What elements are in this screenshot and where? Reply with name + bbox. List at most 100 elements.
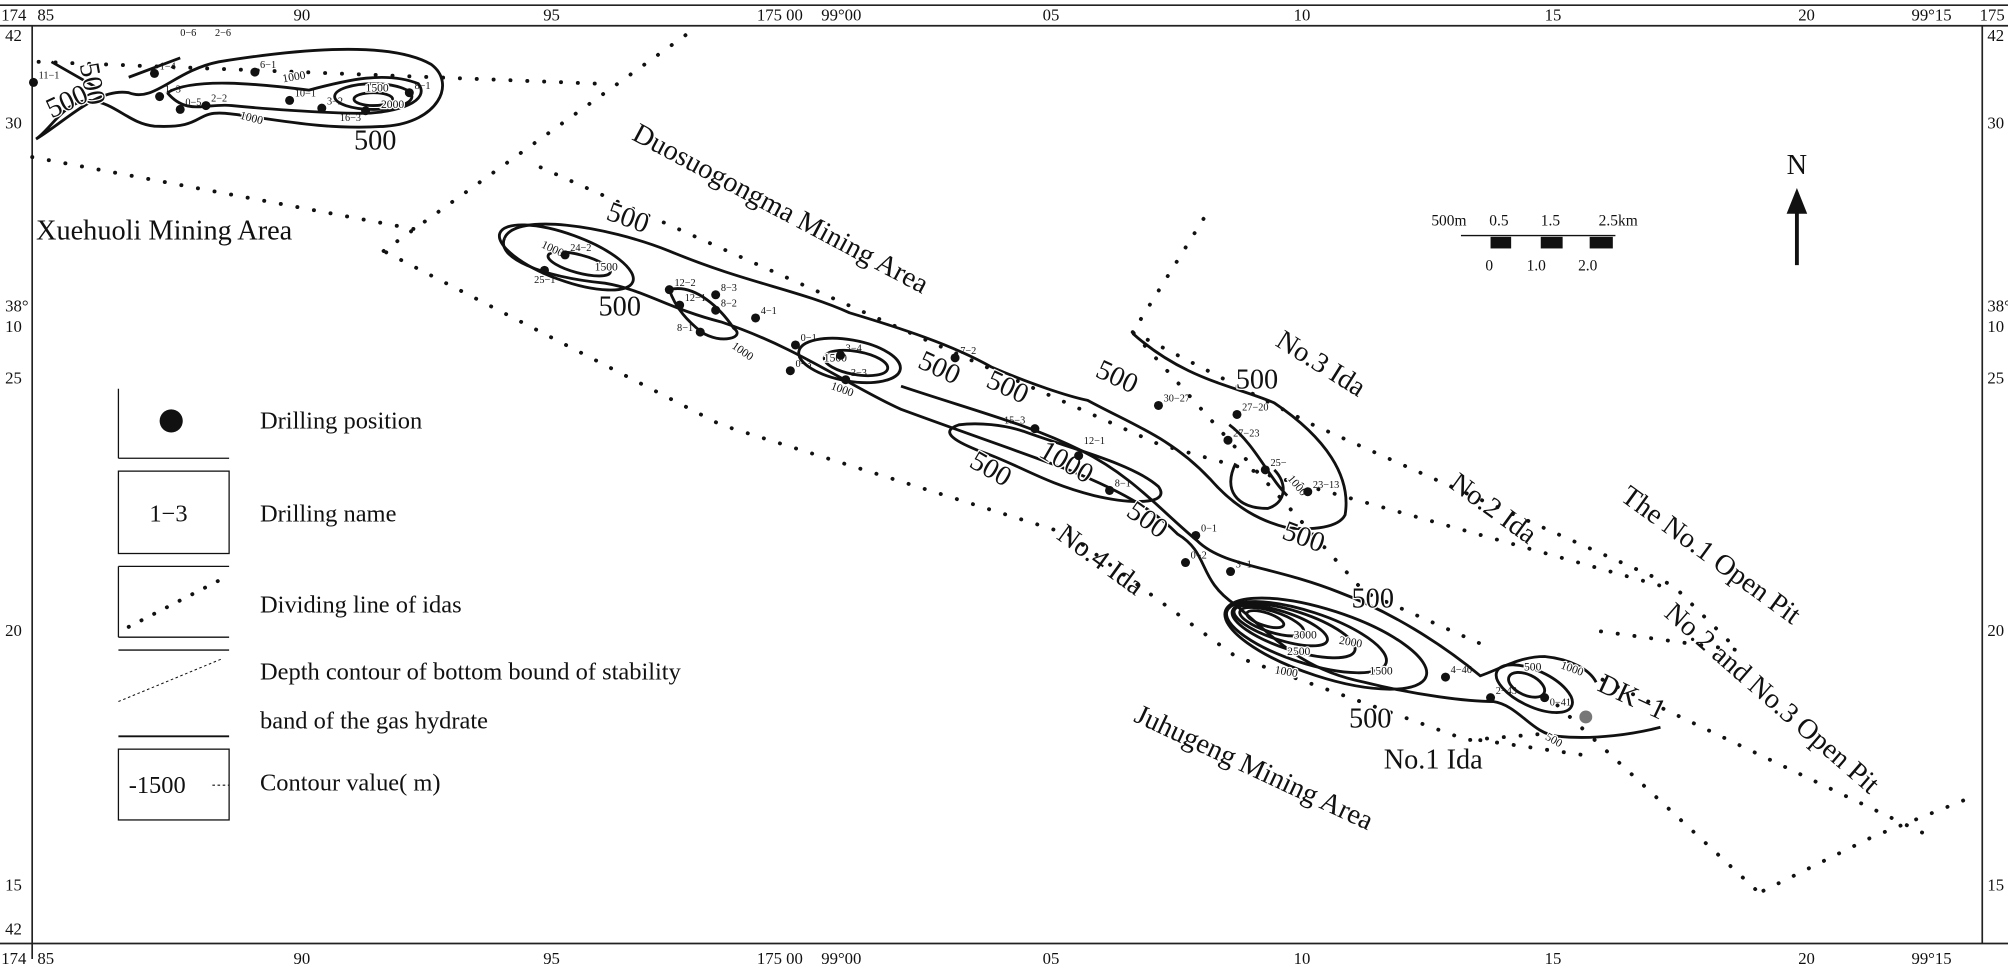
drilling-name: 6−1 [260, 60, 276, 71]
drilling-name: 0−5 [185, 98, 201, 109]
drilling-dot [1223, 435, 1233, 445]
top-axis-tick: 174 [1, 6, 27, 25]
top-axis-tick: 15 [1545, 6, 1562, 25]
left-axis-tick: 20 [5, 621, 22, 640]
top-axis-tick: 175 00 [757, 6, 803, 25]
drilling-dot [1180, 558, 1190, 568]
drilling-name: 12−2 [674, 278, 695, 289]
top-axis-tick: 99°00 [821, 6, 861, 25]
left-axis-tick: 30 [5, 114, 22, 133]
drilling-dot [539, 265, 549, 275]
drilling-dot [155, 92, 165, 102]
drilling-dot [1440, 672, 1451, 682]
left-axis-tick: 10 [5, 317, 22, 336]
drilling-dot [317, 103, 327, 113]
legend-depth-contour: Depth contour of bottom bound of stabili… [118, 649, 682, 738]
drilling-dot [1540, 693, 1550, 703]
drilling-name: 0−6 [180, 28, 196, 39]
arrow-up-icon [1786, 187, 1808, 214]
top-axis-tick: 10 [1294, 6, 1311, 25]
contour-label: 2000 [381, 98, 404, 111]
bottom-axis-tick: 10 [1294, 949, 1311, 968]
right-axis-tick: 10 [1987, 317, 2004, 336]
scale-bar: 500m 0.5 1.5 2.5km 0 1.0 2.0 [1431, 212, 1637, 274]
drilling-dot [361, 106, 371, 116]
top-axis-tick: 95 [543, 6, 560, 25]
drilling-name: 0−41 [1550, 697, 1571, 708]
top-axis-tick: 20 [1798, 6, 1815, 25]
drilling-name: 15−3 [1004, 416, 1025, 427]
scale-label: 0.5 [1489, 212, 1509, 229]
contour-labels: 5005001000150020001000500500100015005001… [40, 59, 1587, 752]
contour-label: 500 [1091, 354, 1143, 400]
left-axis-tick: 38° [5, 297, 28, 316]
left-axis-tick: 15 [5, 876, 22, 895]
contour-label: 2000 [1338, 634, 1363, 651]
drilling-name: 0−1 [1201, 524, 1217, 535]
contour-label: 500 [1349, 703, 1391, 734]
drilling-dot [1074, 451, 1084, 461]
region-no4-ida: No.4 Ida [1051, 519, 1150, 603]
bottom-axis-tick: 90 [293, 949, 310, 968]
contour-label: 500 [982, 364, 1034, 410]
bottom-axis-tick: 175 00 [757, 949, 803, 968]
contour-label: 3000 [1294, 628, 1317, 641]
bottom-axis-tick: 15 [1545, 949, 1562, 968]
right-axis-tick: 20 [1987, 621, 2004, 640]
drilling-name: 10−1 [295, 89, 316, 100]
drilling-dot [711, 290, 721, 300]
legend-sample: 1−3 [149, 500, 187, 527]
contour-label: 1500 [1370, 665, 1393, 678]
drilling-name: 12−1 [1084, 436, 1105, 447]
drilling-dot [250, 67, 260, 77]
drilling-dot [404, 88, 414, 98]
region-no1-ida: No.1 Ida [1384, 744, 1483, 775]
drilling-name: 2−2 [211, 94, 227, 105]
contour-label: 1000 [1559, 659, 1585, 679]
scale-label: 1.5 [1541, 212, 1561, 229]
region-no2-ida: No.2 Ida [1444, 467, 1543, 551]
contour-label: 1500 [366, 81, 389, 94]
scale-label: 2.5km [1599, 212, 1638, 229]
top-axis-tick: 175 [1980, 6, 2005, 25]
drilling-name: 24−2 [570, 243, 591, 254]
right-axis-tick: 30 [1987, 114, 2004, 133]
drilling-name: 8−2 [721, 298, 737, 309]
contour-label: 500 [1278, 516, 1328, 560]
drilling-name: 25− [1270, 458, 1286, 469]
legend-contour-value: -1500 Contour value( m) [117, 748, 441, 821]
top-axis-tick: 99°15 [1911, 6, 1951, 25]
drilling-dot [1153, 400, 1163, 410]
bottom-axis-tick: 174 [1, 949, 27, 968]
drilling-dot [1105, 485, 1115, 495]
drilling-dot [175, 104, 185, 114]
bottom-axis-tick: 20 [1798, 949, 1815, 968]
drilling-dot [201, 101, 211, 111]
dk1-marker [1579, 710, 1593, 724]
drilling-name: 7−2 [960, 346, 976, 357]
drilling-dot [1226, 567, 1236, 577]
contour-label: 500 [1524, 661, 1542, 674]
map-frame [0, 4, 2008, 959]
left-axis-tick: 42 [5, 26, 22, 45]
drilling-dot [950, 353, 960, 363]
drilling-name: 3−4 [846, 343, 862, 354]
drilling-dot [751, 313, 761, 323]
drilling-name: 3−3 [851, 368, 867, 379]
region-no3-ida: No.3 Ida [1271, 325, 1372, 404]
drilling-name: 23−13 [1313, 480, 1339, 491]
contour-label: 2500 [1287, 645, 1310, 658]
contour-label: 500 [73, 60, 111, 107]
drilling-name: 30−27 [1164, 394, 1190, 405]
drilling-dot [836, 350, 846, 360]
drilling-name: 0−1 [801, 333, 817, 344]
legend-label: Depth contour of bottom bound of stabili… [260, 659, 682, 686]
drilling-name: 8−1 [677, 323, 693, 334]
region-juhugeng: Juhugeng Mining Area [1130, 699, 1379, 837]
drilling-dot [1486, 693, 1496, 703]
region-dk1: DK−1 [1593, 668, 1670, 726]
